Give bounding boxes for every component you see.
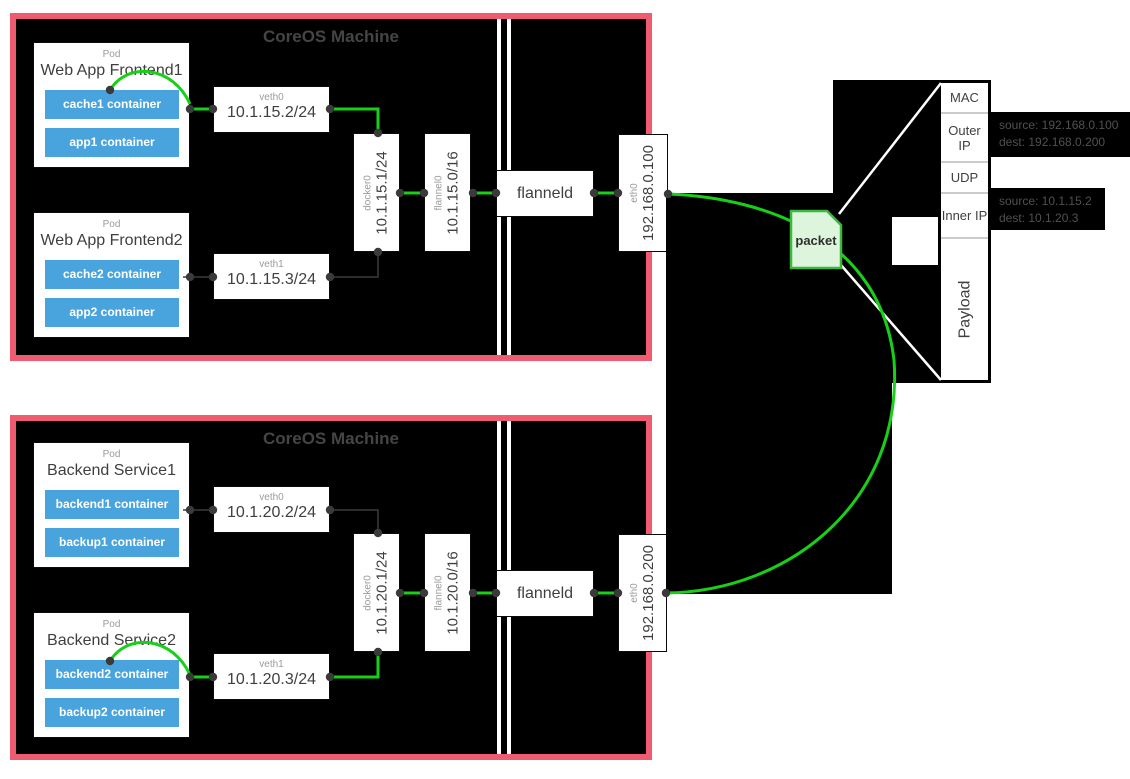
outer-ip-source: source: 192.168.0.100 — [999, 118, 1119, 132]
pod-tag: Pod — [102, 619, 121, 630]
container-backup1: backup1 container — [45, 528, 179, 557]
flanneld-daemon-m1: flanneld — [496, 170, 594, 217]
container-cache2: cache2 container — [45, 260, 179, 289]
pod-name: Web App Frontend2 — [40, 232, 183, 249]
iface-eth0-m2: eth0 192.168.0.200 — [618, 534, 667, 652]
pod-tag: Pod — [102, 449, 121, 460]
stack-segment-mac: MAC — [950, 90, 979, 105]
iface-docker0-m2: docker0 10.1.20.1/24 — [353, 533, 400, 652]
iface-veth1-m2: veth1 10.1.20.3/24 — [213, 653, 330, 700]
iface-label: veth0 — [259, 92, 284, 103]
iface-veth0-m1: veth0 10.1.15.2/24 — [213, 86, 330, 133]
iface-veth0-m2: veth0 10.1.20.2/24 — [213, 486, 330, 533]
iface-ip: 10.1.20.1/24 — [373, 550, 391, 635]
iface-ip: 10.1.15.0/16 — [444, 150, 462, 235]
iface-label: veth1 — [259, 659, 284, 670]
iface-label: eth0 — [628, 583, 640, 603]
container-backend1: backend1 container — [45, 490, 179, 519]
iface-flannel0-m2: flannel0 10.1.20.0/16 — [424, 533, 471, 652]
iface-label: veth0 — [259, 492, 284, 503]
iface-label: flannel0 — [433, 574, 445, 611]
inner-ip-annotation: source: 10.1.15.2 dest: 10.1.20.3 — [991, 188, 1105, 230]
container-app2: app2 container — [45, 298, 179, 327]
iface-ip: 10.1.20.0/16 — [444, 550, 462, 635]
iface-ip: 10.1.15.1/24 — [373, 150, 391, 235]
iface-ip: 10.1.20.2/24 — [227, 504, 316, 521]
iface-ip: 192.168.0.100 — [640, 145, 657, 241]
iface-label: eth0 — [629, 183, 640, 203]
outer-ip-annotation: source: 192.168.0.100 dest: 192.168.0.20… — [991, 112, 1130, 157]
iface-ip: 10.1.15.3/24 — [227, 271, 316, 288]
container-backend2: backend2 container — [45, 660, 179, 689]
pod-name: Backend Service1 — [47, 462, 176, 479]
stack-segment-payload: Payload — [941, 237, 988, 380]
iface-ip: 192.168.0.200 — [639, 545, 657, 641]
container-app1: app1 container — [45, 128, 179, 157]
pod-tag: Pod — [102, 49, 121, 60]
iface-label: docker0 — [362, 574, 374, 611]
pod-tag: Pod — [102, 219, 121, 230]
pod-backend-service2: Pod Backend Service2 backend2 container … — [33, 612, 190, 738]
inner-ip-dest: dest: 10.1.20.3 — [999, 211, 1079, 225]
stack-segment-udp: UDP — [941, 161, 988, 192]
machine1-title: CoreOS Machine — [262, 27, 400, 46]
callout-white-gap — [892, 217, 939, 265]
iface-flannel0-m1: flannel0 10.1.15.0/16 — [424, 133, 471, 252]
machine2-title: CoreOS Machine — [262, 429, 400, 448]
stack-segment-inner-ip: Inner IP — [941, 192, 988, 237]
iface-label: veth1 — [259, 259, 284, 270]
payload-label: Payload — [956, 280, 974, 339]
iface-label: flannel0 — [433, 174, 445, 211]
iface-docker0-m1: docker0 10.1.15.1/24 — [353, 133, 400, 252]
pod-name: Web App Frontend1 — [40, 62, 183, 79]
flanneld-daemon-m2: flanneld — [496, 570, 594, 617]
iface-ip: 10.1.15.2/24 — [227, 104, 316, 121]
pod-web-app-frontend2: Pod Web App Frontend2 cache2 container a… — [33, 212, 190, 338]
stack-segment-outer-ip: Outer IP — [941, 112, 988, 161]
inner-ip-source: source: 10.1.15.2 — [999, 194, 1092, 208]
iface-eth0-m1: eth0 192.168.0.100 — [618, 134, 668, 252]
packet-stack: MAC Outer IP UDP Inner IP Payload — [938, 80, 991, 383]
pod-backend-service1: Pod Backend Service1 backend1 container … — [33, 442, 190, 568]
outer-ip-dest: dest: 192.168.0.200 — [999, 135, 1106, 149]
iface-label: docker0 — [362, 174, 374, 211]
container-backup2: backup2 container — [45, 698, 179, 727]
container-cache1: cache1 container — [45, 90, 179, 119]
pod-web-app-frontend1: Pod Web App Frontend1 cache1 container a… — [33, 42, 190, 168]
iface-ip: 10.1.20.3/24 — [227, 671, 316, 688]
iface-veth1-m1: veth1 10.1.15.3/24 — [213, 253, 330, 300]
pod-name: Backend Service2 — [47, 632, 176, 649]
